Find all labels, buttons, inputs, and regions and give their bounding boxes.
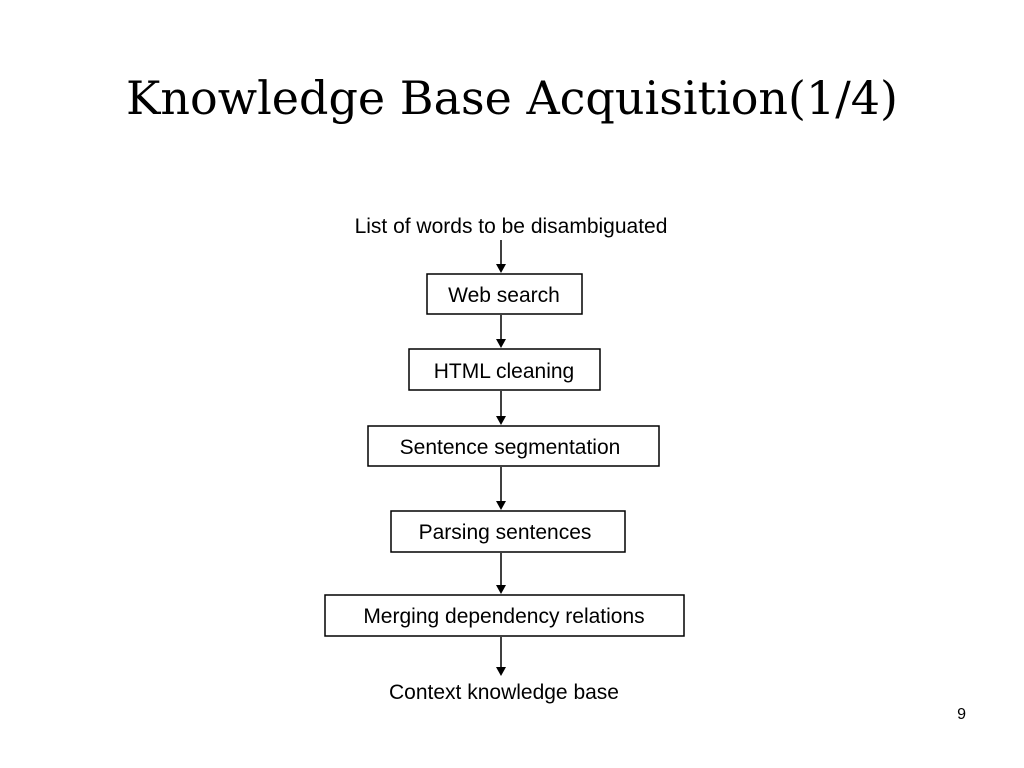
page-number: 9: [957, 706, 966, 723]
step-box-html-cleaning: [408, 348, 601, 391]
step-box-parsing-sentences: [390, 510, 626, 553]
flow-arrowhead-5: [496, 585, 506, 594]
step-box-sentence-segmentation: [367, 425, 660, 467]
slide-title: Knowledge Base Acquisition(1/4): [126, 71, 898, 125]
step-box-web-search: [426, 273, 583, 315]
flow-arrowhead-1: [496, 264, 506, 273]
step-label-merging-dependency-relations: Merging dependency relations: [363, 605, 644, 628]
step-label-sentence-segmentation: Sentence segmentation: [400, 436, 621, 459]
step-label-parsing-sentences: Parsing sentences: [419, 521, 592, 544]
flow-arrowhead-4: [496, 501, 506, 510]
step-label-html-cleaning: HTML cleaning: [434, 360, 574, 383]
flowchart-output-label: Context knowledge base: [389, 681, 619, 704]
step-label-web-search: Web search: [448, 284, 560, 307]
flow-arrowhead-2: [496, 339, 506, 348]
flowchart-input-label: List of words to be disambiguated: [355, 215, 668, 238]
flow-arrowhead-6: [496, 667, 506, 676]
step-box-merging-dependency-relations: [324, 594, 685, 637]
flow-arrowhead-3: [496, 416, 506, 425]
